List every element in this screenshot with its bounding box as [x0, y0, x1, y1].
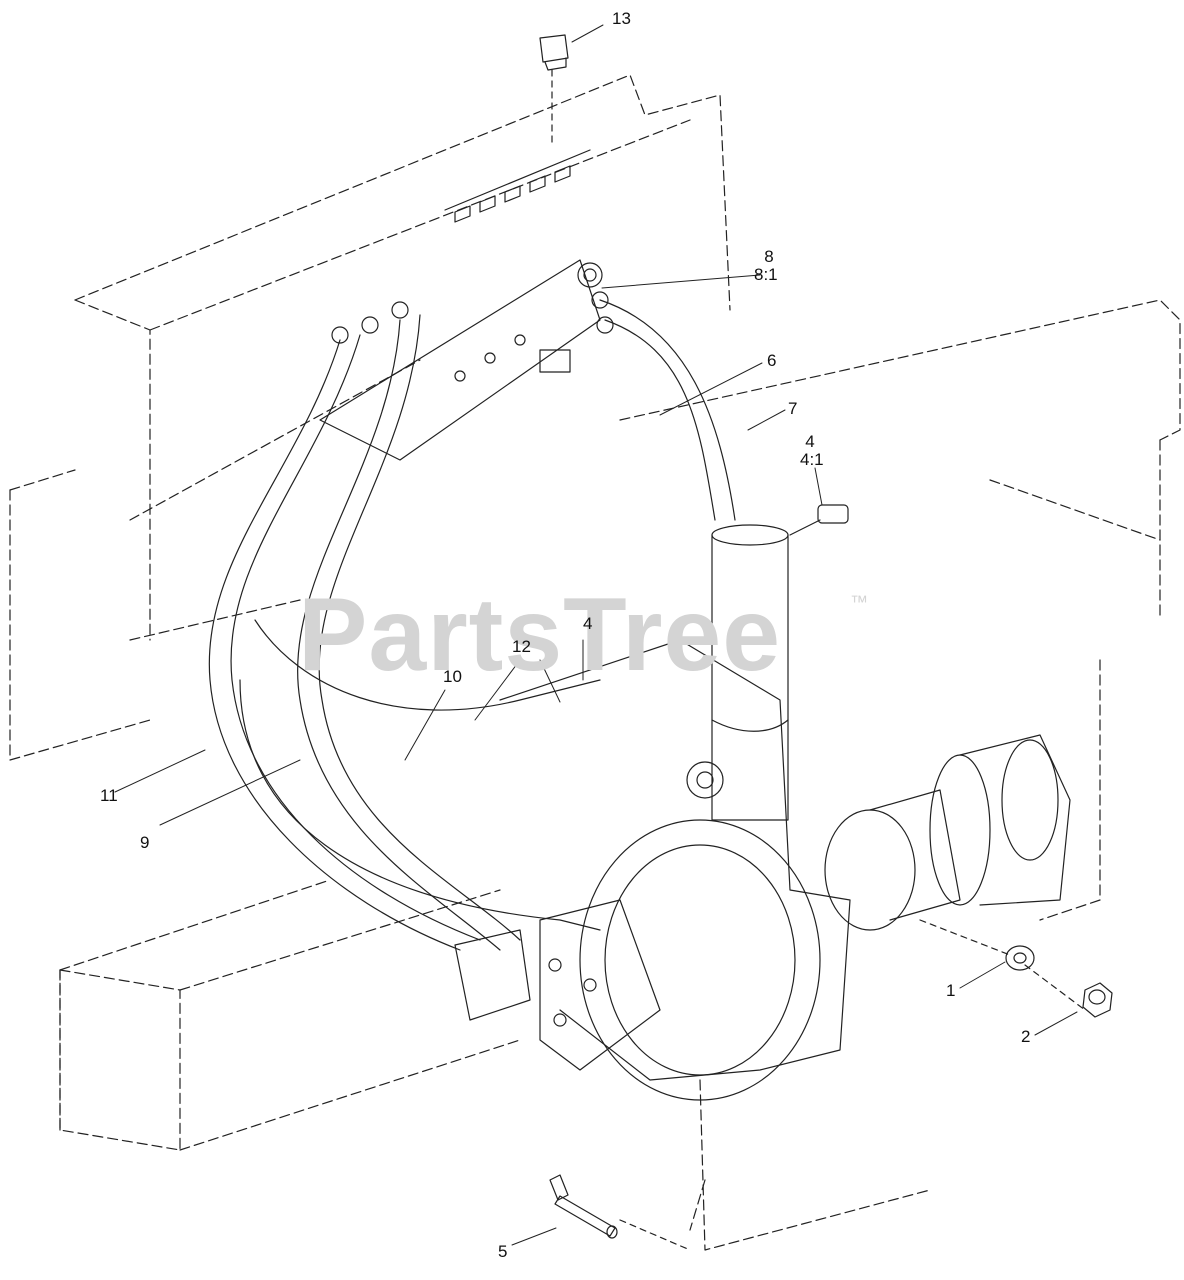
- leader-lines: [114, 24, 1078, 1246]
- bolt-5: [549, 1174, 618, 1239]
- callout-4-mid: 4: [583, 614, 593, 633]
- callout-7: 7: [788, 399, 798, 418]
- callout-5: 5: [498, 1242, 508, 1261]
- trademark-symbol: ™: [850, 592, 868, 612]
- fitting-4-1: [789, 504, 849, 536]
- callout-12: 12: [512, 637, 531, 656]
- watermark: PartsTree: [298, 577, 782, 693]
- control-panel-slots: [444, 149, 591, 223]
- dashed-leaders: [551, 69, 1086, 1251]
- callout-9: 9: [140, 833, 150, 852]
- hydraulic-hoses: [208, 299, 736, 951]
- callout-1: 1: [946, 981, 956, 1000]
- callout-4-top: 4: [805, 432, 815, 451]
- pump-motor-assembly: [454, 639, 851, 1101]
- callout-11: 11: [100, 786, 118, 805]
- callout-10: 10: [443, 667, 462, 686]
- rear-frame-outline: [9, 74, 1181, 1251]
- nut-2: [1082, 982, 1113, 1018]
- callout-8: 8: [764, 247, 774, 266]
- switch-13: [539, 34, 569, 71]
- callout-6: 6: [767, 351, 777, 370]
- tube-column: [711, 524, 789, 821]
- valve-block: [319, 259, 614, 461]
- callout-8-1: 8:1: [754, 265, 778, 284]
- washer-1: [1005, 945, 1035, 971]
- wheel-hub: [824, 734, 1071, 931]
- callout-13: 13: [612, 9, 631, 28]
- callout-2: 2: [1021, 1027, 1031, 1046]
- callout-4-1: 4:1: [800, 450, 824, 469]
